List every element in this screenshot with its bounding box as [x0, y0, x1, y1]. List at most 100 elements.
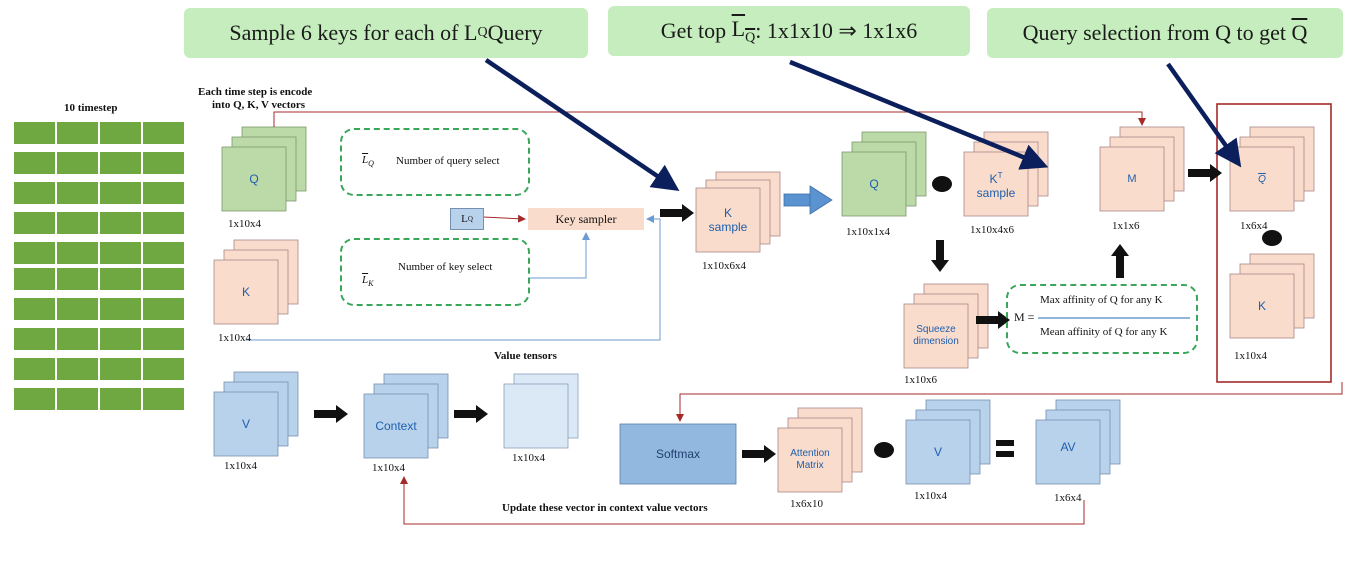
selected-k-stack	[1229, 253, 1315, 339]
callout-arrow-sample	[484, 58, 680, 192]
timestep-row	[14, 152, 184, 174]
v-output-stack	[905, 399, 991, 485]
q-middle-stack	[841, 131, 927, 217]
timestep-row	[14, 182, 184, 204]
formula-numerator: Max affinity of Q for any K	[1040, 294, 1163, 306]
dot-operator	[932, 176, 952, 192]
encode-note-line1: Each time step is encode	[198, 86, 313, 98]
block-arrow	[454, 405, 488, 423]
q-input-label: Q	[249, 172, 259, 186]
selected-k-label: K	[1257, 299, 1266, 313]
value-tensors-title: Value tensors	[494, 350, 557, 362]
v-output-dims: 1x10x4	[914, 490, 947, 502]
timestep-row	[14, 328, 184, 350]
block-arrow	[976, 311, 1010, 329]
key-select-symbol: LK	[362, 274, 374, 289]
formula-denominator: Mean affinity of Q for any K	[1040, 326, 1168, 338]
callout-get-top: Get top LQ: 1x1x10 ⇒ 1x1x6	[608, 6, 970, 56]
callout-sample-keys-sub: Q	[477, 25, 488, 40]
selected-k-dims: 1x10x4	[1234, 350, 1267, 362]
selected-q-dims: 1x6x4	[1240, 220, 1268, 232]
context-label: Context	[375, 419, 417, 433]
softmax-label: Softmax	[655, 447, 700, 461]
k-sample-stack	[695, 171, 781, 253]
timestep-row	[14, 268, 184, 290]
q-middle-dims: 1x10x1x4	[846, 226, 890, 238]
block-arrow	[314, 405, 348, 423]
av-label: AV	[1060, 440, 1076, 454]
selected-q-label: Q	[1258, 173, 1266, 185]
av-stack	[1035, 399, 1121, 485]
query-select-text: Number of query select	[396, 155, 500, 167]
context-dims: 1x10x4	[372, 462, 405, 474]
query-select-box	[340, 128, 530, 196]
q-input-dims: 1x10x4	[228, 218, 261, 230]
value-tensor-stack	[503, 373, 579, 449]
timestep-row	[14, 242, 184, 264]
formula-lhs: M =	[1014, 310, 1035, 324]
attention-matrix-stack	[777, 407, 863, 493]
av-dims: 1x6x4	[1054, 492, 1082, 504]
key-sampler-box: Key sampler	[528, 208, 644, 230]
q-to-m-line	[273, 111, 1146, 127]
callout-query-selection: Query selection from Q to get Q	[987, 8, 1343, 58]
callout-get-top-symbol: LQ	[731, 15, 756, 46]
m-stack	[1099, 126, 1185, 212]
v-output-label: V	[933, 445, 942, 459]
value-tensor-dims: 1x10x4	[512, 452, 545, 464]
timestep-row	[14, 122, 184, 144]
k-sample-dims: 1x10x6x4	[702, 260, 746, 272]
key-select-box	[340, 238, 530, 306]
lq-to-sampler-arrow	[482, 214, 526, 223]
kt-sample-dims: 1x10x4x6	[970, 224, 1014, 236]
equals-sign	[996, 440, 1014, 457]
softmax-box	[619, 423, 737, 485]
context-stack	[363, 373, 449, 459]
dot-operator	[874, 442, 894, 458]
down-arrow	[931, 240, 949, 272]
v-input-stack	[213, 371, 299, 457]
callout-arrow-top	[789, 59, 1049, 170]
update-context-line	[400, 476, 1085, 525]
callout-arrow-select	[1166, 62, 1242, 168]
q-input-stack	[221, 126, 307, 212]
timestep-row	[14, 358, 184, 380]
v-input-label: V	[241, 417, 250, 431]
dot-operator	[1262, 230, 1282, 246]
callout-get-top-prefix: Get top	[660, 18, 727, 43]
update-note: Update these vector in context value vec…	[502, 502, 708, 514]
q-middle-label: Q	[869, 177, 879, 191]
k-to-sampler-line	[246, 215, 661, 341]
block-arrow	[1188, 164, 1222, 182]
callout-sample-keys-prefix: Sample 6 keys for each of L	[229, 20, 478, 45]
v-input-dims: 1x10x4	[224, 460, 257, 472]
key-select-text: Number of key select	[398, 261, 493, 273]
block-arrow	[660, 204, 694, 222]
k-input-label: K	[241, 285, 250, 299]
timestep-row	[14, 212, 184, 234]
encode-note-line2: into Q, K, V vectors	[212, 99, 306, 111]
blue-block-arrow	[783, 185, 833, 215]
timestep-row	[14, 298, 184, 320]
timestep-row	[14, 388, 184, 410]
m-label: M	[1127, 173, 1137, 185]
attention-matrix-dims: 1x6x10	[790, 498, 823, 510]
callout-get-top-suffix: : 1x1x10 ⇒ 1x1x6	[755, 18, 918, 43]
squeeze-dims: 1x10x6	[904, 374, 937, 386]
query-select-symbol: LQ	[362, 154, 374, 169]
selection-to-softmax-line	[676, 382, 1343, 422]
block-arrow	[742, 445, 776, 463]
callout-query-selection-symbol: Q	[1291, 20, 1308, 45]
m-dims: 1x1x6	[1112, 220, 1140, 232]
k-input-dims: 1x10x4	[218, 332, 251, 344]
kt-sample-stack	[963, 131, 1049, 217]
k-input-stack	[213, 239, 299, 325]
callout-sample-keys-suffix: Query	[487, 20, 543, 45]
